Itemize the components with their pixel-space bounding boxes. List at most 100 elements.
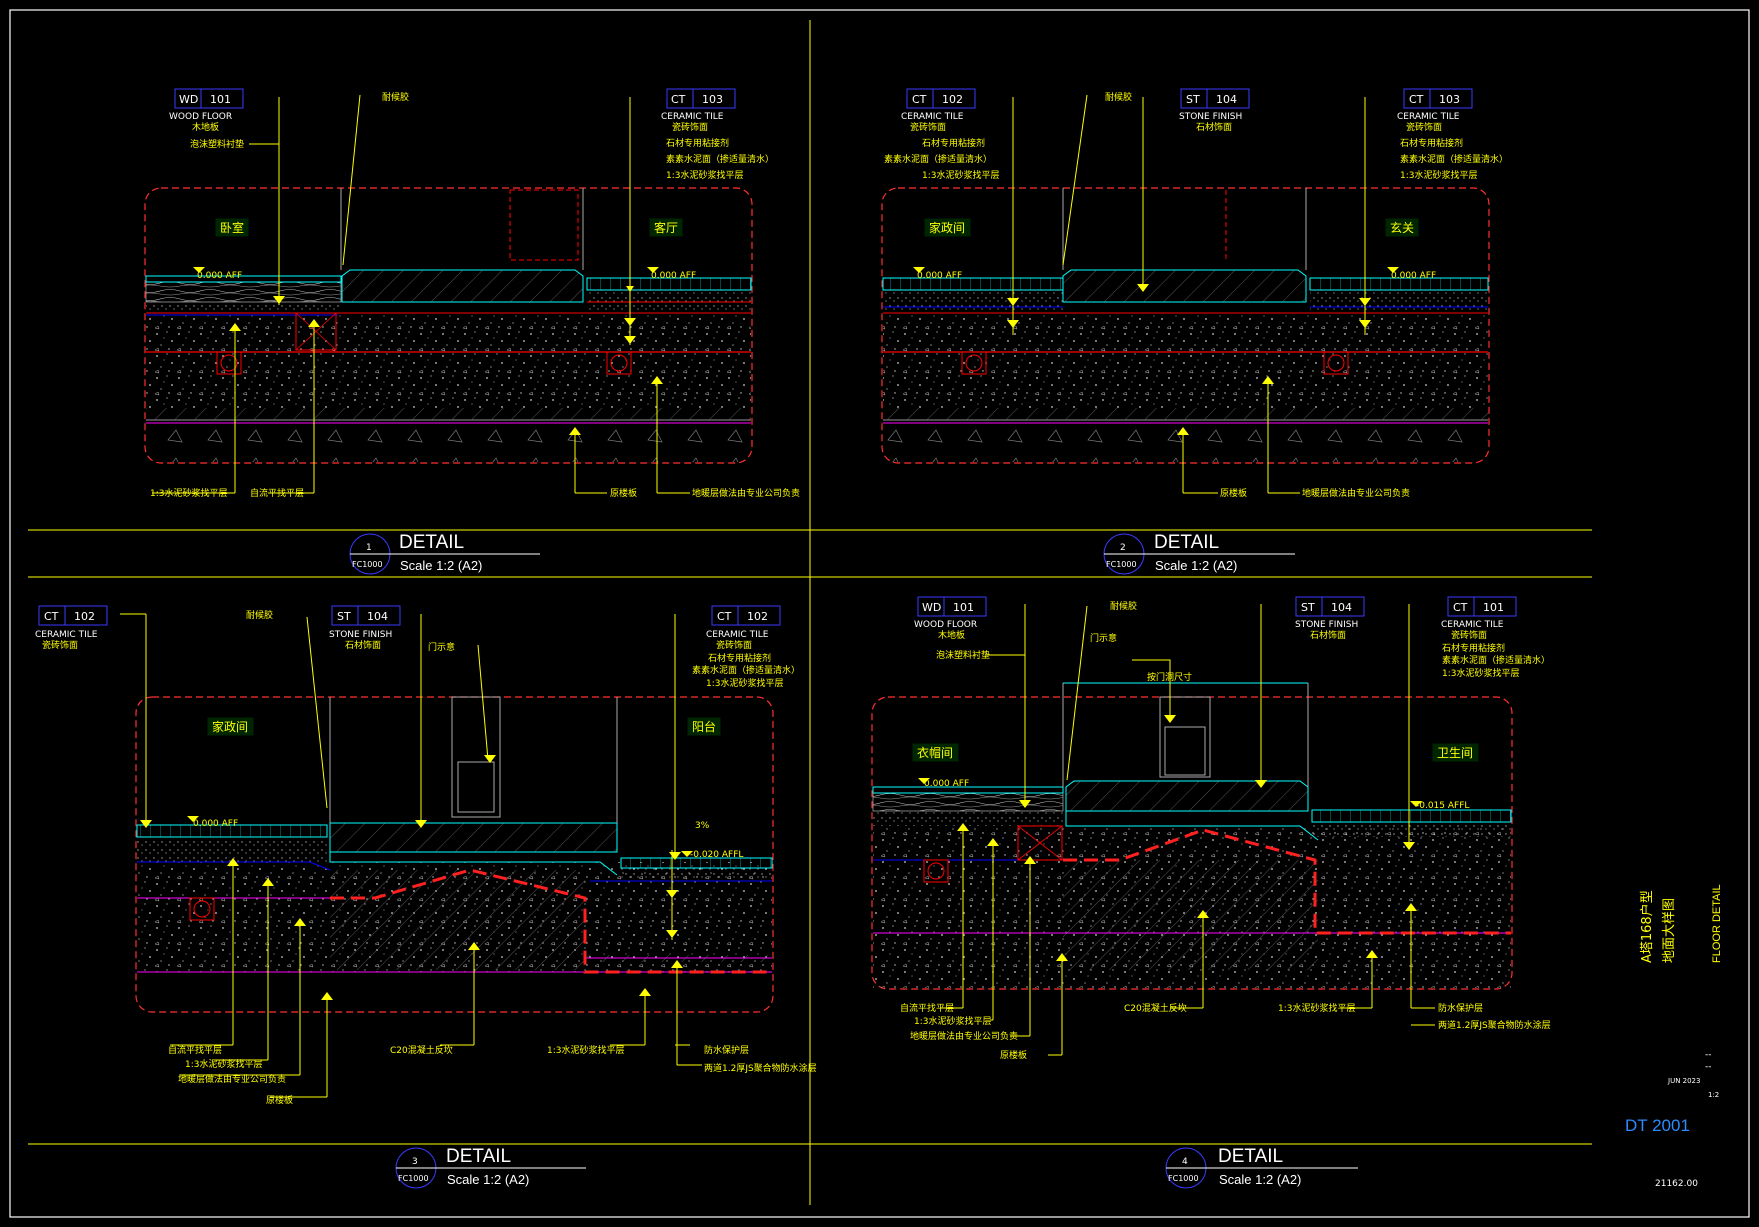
d1-bottom-note3: 原楼板 (610, 487, 637, 499)
d3-bottom-note3: 地暖层做法由专业公司负责 (178, 1073, 286, 1085)
d3-room-left: 家政间 (212, 719, 248, 734)
d4-bottom-note1: 自流平找平层 (900, 1002, 954, 1014)
sheet-title-cn-1: A塔168户型 (1639, 890, 1655, 963)
title4-number: 4 (1182, 1157, 1188, 1167)
title-block-1: 1 FC1000 DETAIL Scale 1:2 (A2) (349, 532, 540, 575)
title2-scale: Scale 1:2 (A2) (1155, 558, 1237, 573)
title4-text: DETAIL (1218, 1146, 1283, 1167)
d3-bottom-note5: C20混凝土反坎 (390, 1044, 453, 1056)
d2-level-left: 0.000 AFF (917, 271, 962, 281)
d3-tag1-code: CT (44, 610, 59, 623)
d3-tag1-cn: 瓷砖饰面 (42, 639, 78, 651)
d1-tag2-note3: 1:3水泥砂浆找平层 (666, 169, 744, 181)
d1-bottom-note4: 地暖层做法由专业公司负责 (692, 487, 800, 499)
d2-tag1-code: CT (912, 93, 927, 106)
detail-3: CT 102 ST 104 CT 102 CERAMIC TILE STONE … (35, 605, 817, 1106)
d1-tag1-en: WOOD FLOOR (169, 112, 232, 122)
d3-tag3-en: CERAMIC TILE (706, 630, 769, 640)
title3-text: DETAIL (446, 1146, 511, 1167)
d2-tag3-note1: 石材专用粘接剂 (1400, 137, 1463, 149)
d1-tag2-note1: 石材专用粘接剂 (666, 137, 729, 149)
d2-tag2-en: STONE FINISH (1179, 112, 1242, 122)
d1-room-right: 客厅 (654, 220, 678, 235)
d3-tag3-code: CT (717, 610, 732, 623)
d1-tag1-cn: 木地板 (192, 121, 219, 133)
d3-tag1-en: CERAMIC TILE (35, 630, 98, 640)
d2-tag1-note1: 石材专用粘接剂 (922, 137, 985, 149)
title3-number: 3 (412, 1157, 418, 1167)
detail-2: CT 102 ST 104 CT 103 CERAMIC TILE STONE … (881, 88, 1508, 499)
d3-top-note1: 耐候胶 (246, 609, 273, 621)
sheet-title-en: FLOOR DETAIL (1711, 884, 1723, 963)
d4-bottom-note4: 原楼板 (1000, 1049, 1027, 1061)
d1-level-left: 0.000 AFF (197, 271, 242, 281)
d2-tag1-num: 102 (942, 93, 963, 106)
d4-bottom-note8: 两道1.2厚JS聚合物防水涂层 (1438, 1019, 1551, 1031)
title1-scale: Scale 1:2 (A2) (400, 558, 482, 573)
sheet-title-block: A塔168户型 地面大样图 FLOOR DETAIL -- -- JUN 202… (1625, 884, 1723, 1189)
d3-bottom-note1: 自流平找平层 (168, 1044, 222, 1056)
d2-tag1-note2: 素素水泥面（掺适量清水） (884, 153, 992, 165)
d4-tag2-code: ST (1301, 601, 1315, 614)
title1-ref: FC1000 (352, 560, 383, 569)
title-block-3: 3 FC1000 DETAIL Scale 1:2 (A2) (395, 1146, 586, 1189)
d2-room-left: 家政间 (929, 220, 965, 235)
d4-room-right: 卫生间 (1437, 746, 1473, 760)
d3-slope: 3% (695, 821, 710, 831)
d4-tag1-note1: 泡沫塑料衬垫 (936, 649, 990, 661)
d2-tag2-code: ST (1186, 93, 1200, 106)
title-block-4: 4 FC1000 DETAIL Scale 1:2 (A2) (1165, 1146, 1358, 1189)
title2-number: 2 (1120, 543, 1126, 553)
d2-level-right: 0.000 AFF (1391, 271, 1436, 281)
d4-tag3-code: CT (1453, 601, 1468, 614)
d4-top-note1: 耐候胶 (1110, 600, 1137, 612)
d4-tag3-num: 101 (1483, 601, 1504, 614)
d3-room-right: 阳台 (692, 719, 716, 734)
d1-bottom-note2: 自流平找平层 (250, 487, 304, 499)
d4-tag2-cn: 石材饰面 (1310, 629, 1346, 641)
d4-tag3-note1: 石材专用粘接剂 (1442, 642, 1505, 654)
title3-ref: FC1000 (398, 1174, 429, 1183)
d4-bottom-note2: 1:3水泥砂浆找平层 (914, 1015, 992, 1027)
d3-bottom-note2: 1:3水泥砂浆找平层 (185, 1058, 263, 1070)
title2-text: DETAIL (1154, 532, 1219, 553)
d4-tag3-note2: 素素水泥面（掺适量清水） (1442, 654, 1550, 666)
title1-number: 1 (366, 543, 372, 553)
d2-room-right: 玄关 (1390, 220, 1414, 235)
d1-tag2-code: CT (671, 93, 686, 106)
d4-tag2-num: 104 (1331, 601, 1352, 614)
d4-tag1-num: 101 (953, 601, 974, 614)
title-block-2: 2 FC1000 DETAIL Scale 1:2 (A2) (1103, 532, 1295, 575)
d4-top-note2: 门示意 (1090, 632, 1117, 644)
d1-tag1-note1: 泡沫塑料衬垫 (190, 138, 244, 150)
d2-tag2-cn: 石材饰面 (1196, 121, 1232, 133)
d4-bottom-note6: 1:3水泥砂浆找平层 (1278, 1002, 1356, 1014)
d3-level-left: 0.000 AFF (193, 819, 238, 829)
d1-tag2-num: 103 (702, 93, 723, 106)
d3-tag3-note1: 石材专用粘接剂 (708, 652, 771, 664)
d3-tag3-note2: 素素水泥面（掺适量清水） (692, 664, 800, 676)
sheet-frame (9, 9, 1750, 1218)
d4-tag1-code: WD (922, 601, 941, 614)
title4-ref: FC1000 (1168, 1174, 1199, 1183)
d2-tag3-note2: 素素水泥面（掺适量清水） (1400, 153, 1508, 165)
sheet-drawing-no: DT 2001 (1625, 1116, 1690, 1135)
d2-tag3-cn: 瓷砖饰面 (1406, 121, 1442, 133)
d2-bottom-note2: 地暖层做法由专业公司负责 (1302, 487, 1410, 499)
d1-tag1-code: WD (179, 93, 198, 106)
title1-text: DETAIL (399, 532, 464, 553)
d2-tag2-num: 104 (1216, 93, 1237, 106)
detail-4: WD 101 ST 104 CT 101 WOOD FLOOR STONE FI… (871, 596, 1551, 1061)
d3-tag3-note3: 1:3水泥砂浆找平层 (706, 677, 784, 689)
d4-tag2-en: STONE FINISH (1295, 620, 1358, 630)
d4-tag3-cn: 瓷砖饰面 (1451, 629, 1487, 641)
d2-top-note: 耐候胶 (1105, 91, 1132, 103)
d3-tag2-num: 104 (367, 610, 388, 623)
d4-tag1-cn: 木地板 (938, 629, 965, 641)
d2-tag3-en: CERAMIC TILE (1397, 112, 1460, 122)
d4-level-left: 0.000 AFF (924, 779, 969, 789)
d3-tag2-cn: 石材饰面 (345, 639, 381, 651)
d1-tag2-note2: 素素水泥面（掺适量清水） (666, 153, 774, 165)
d3-bottom-note7: 防水保护层 (704, 1044, 749, 1056)
d1-tag2-en: CERAMIC TILE (661, 112, 724, 122)
